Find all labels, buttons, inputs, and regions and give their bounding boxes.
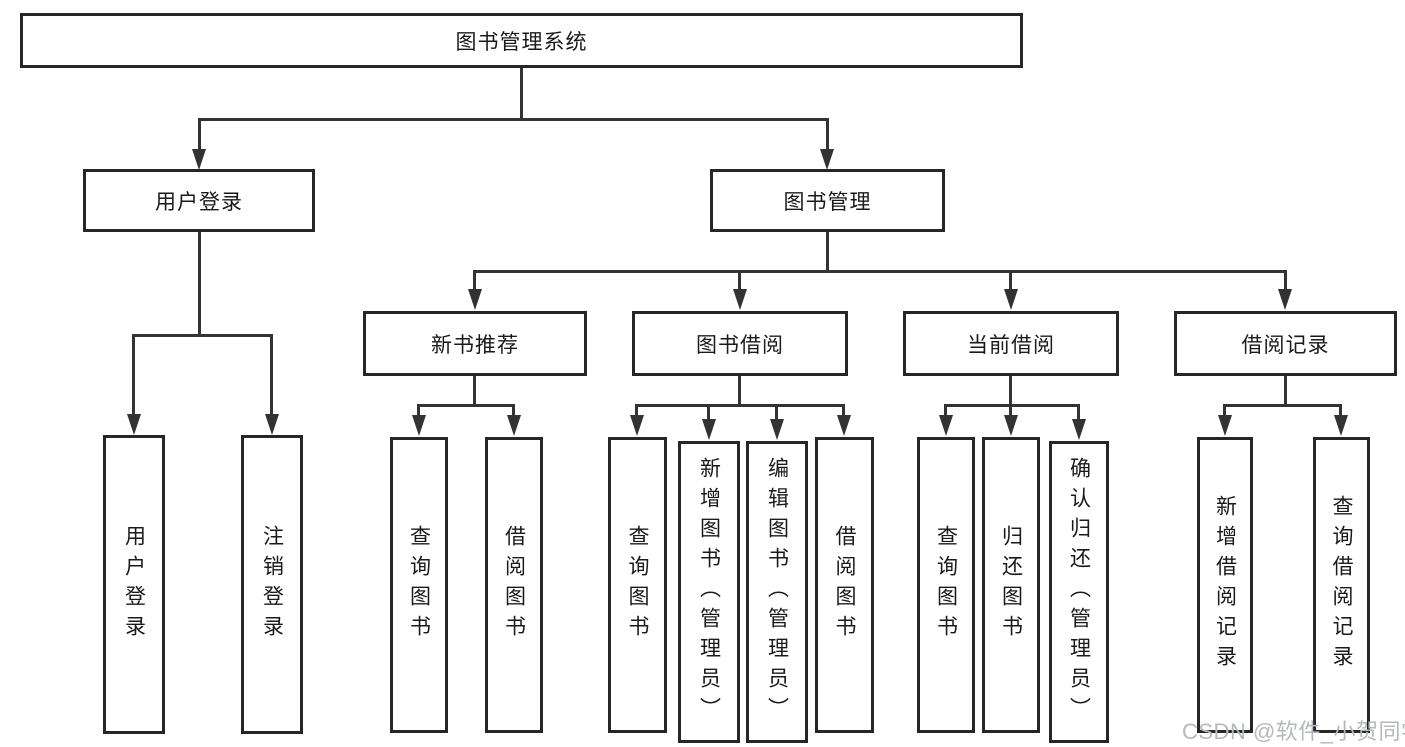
arrow-down-icon [820,149,834,170]
connector-recommend-drop-2 [512,404,515,417]
leaf-borrow-query-book-label: 查询图书 [626,525,649,645]
leaf-records-add-record: 新增借阅记录 [1197,437,1253,733]
arrow-down-icon [507,415,521,436]
arrow-down-icon [1278,289,1292,310]
connector-current-drop-3 [1077,404,1080,421]
leaf-borrow-borrow-book-label: 借阅图书 [833,525,856,645]
leaf-recommend-query-book: 查询图书 [390,437,448,733]
connector-root-drop-left [198,118,201,151]
csdn-watermark: CSDN @软件_小贺同学 [1182,719,1405,744]
node-book-management-label: 图书管理 [783,190,872,214]
arrow-down-icon [733,289,747,310]
leaf-current-return-book: 归还图书 [982,437,1040,733]
node-user-login-label: 用户登录 [155,190,243,214]
leaf-records-query-record: 查询借阅记录 [1313,437,1370,733]
connector-mgmt-drop-2 [738,270,741,291]
leaf-recommend-borrow-book-label: 借阅图书 [502,525,526,645]
arrow-down-icon [939,415,953,436]
node-root-label: 图书管理系统 [455,30,588,54]
node-new-book-recommend-label: 新书推荐 [431,333,519,357]
node-current-borrow: 当前借阅 [903,311,1119,376]
node-book-borrow-label: 图书借阅 [696,333,784,357]
leaf-recommend-borrow-book: 借阅图书 [485,437,543,733]
node-book-borrow: 图书借阅 [632,311,848,376]
connector-borrow-drop-2 [707,404,710,421]
leaf-borrow-edit-book-admin-label: 编辑图书（管理员） [765,457,789,727]
connector-mgmt-drop-3 [1009,270,1012,291]
node-book-management: 图书管理 [710,169,945,232]
arrow-down-icon [468,289,482,310]
node-current-borrow-label: 当前借阅 [967,333,1055,357]
arrow-down-icon [702,419,716,440]
connector-recommend-hline [417,404,515,407]
connector-borrow-stub [738,374,741,407]
connector-records-stub [1284,374,1287,407]
arrow-down-icon [1218,415,1232,436]
connector-mgmt-drop-1 [473,270,476,291]
leaf-current-confirm-return-admin: 确认归还（管理员） [1049,441,1109,743]
connector-root-drop-right [826,118,829,151]
arrow-down-icon [837,415,851,436]
connector-user-drop-2 [270,334,273,415]
connector-user-drop-1 [132,334,135,415]
leaf-logout-label: 注销登录 [260,524,284,645]
leaf-records-add-record-label: 新增借阅记录 [1213,495,1237,675]
arrow-down-icon [412,415,426,436]
connector-current-drop-2 [1009,404,1012,417]
connector-borrow-drop-1 [635,404,638,417]
connector-borrow-drop-4 [842,404,845,417]
node-new-book-recommend: 新书推荐 [363,311,587,376]
connector-mgmt-drop-4 [1284,270,1287,291]
connector-records-drop-1 [1223,404,1226,417]
arrow-down-icon [265,414,279,435]
connector-records-drop-2 [1339,404,1342,417]
leaf-borrow-query-book: 查询图书 [608,437,667,733]
arrow-down-icon [630,415,644,436]
leaf-recommend-query-book-label: 查询图书 [407,525,431,645]
connector-user-stub [198,231,201,337]
connector-mgmt-hline [473,270,1287,273]
connector-mgmt-stub [826,231,829,273]
node-borrow-records-label: 借阅记录 [1241,333,1330,357]
connector-borrow-drop-3 [775,404,778,421]
leaf-current-confirm-return-admin-label: 确认归还（管理员） [1067,457,1091,727]
leaf-current-query-book: 查询图书 [917,437,975,733]
arrow-down-icon [1004,289,1018,310]
connector-user-hline [132,334,273,337]
node-user-login: 用户登录 [83,169,315,232]
leaf-borrow-add-book-admin-label: 新增图书（管理员） [697,457,721,727]
connector-records-hline [1223,404,1342,407]
leaf-current-query-book-label: 查询图书 [934,525,958,645]
leaf-borrow-borrow-book: 借阅图书 [815,437,874,733]
arrow-down-icon [1004,415,1018,436]
leaf-user-login-label: 用户登录 [122,524,146,645]
node-borrow-records: 借阅记录 [1174,311,1397,376]
connector-current-stub [1009,374,1012,407]
arrow-down-icon [770,419,784,440]
arrow-down-icon [1334,415,1348,436]
connector-borrow-hline [635,404,845,407]
arrow-down-icon [1072,419,1086,440]
node-root: 图书管理系统 [20,13,1023,68]
connector-root-stub [520,67,523,121]
connector-root-hline [198,118,829,121]
leaf-borrow-add-book-admin: 新增图书（管理员） [678,441,740,743]
leaf-borrow-edit-book-admin: 编辑图书（管理员） [746,441,808,743]
leaf-user-login: 用户登录 [103,435,165,734]
connector-current-hline [944,404,1080,407]
arrow-down-icon [192,149,206,170]
leaf-logout: 注销登录 [241,435,303,734]
arrow-down-icon [127,414,141,435]
leaf-records-query-record-label: 查询借阅记录 [1330,495,1353,675]
connector-recommend-drop-1 [417,404,420,417]
connector-recommend-stub [473,374,476,407]
leaf-current-return-book-label: 归还图书 [999,525,1023,645]
connector-current-drop-1 [944,404,947,417]
